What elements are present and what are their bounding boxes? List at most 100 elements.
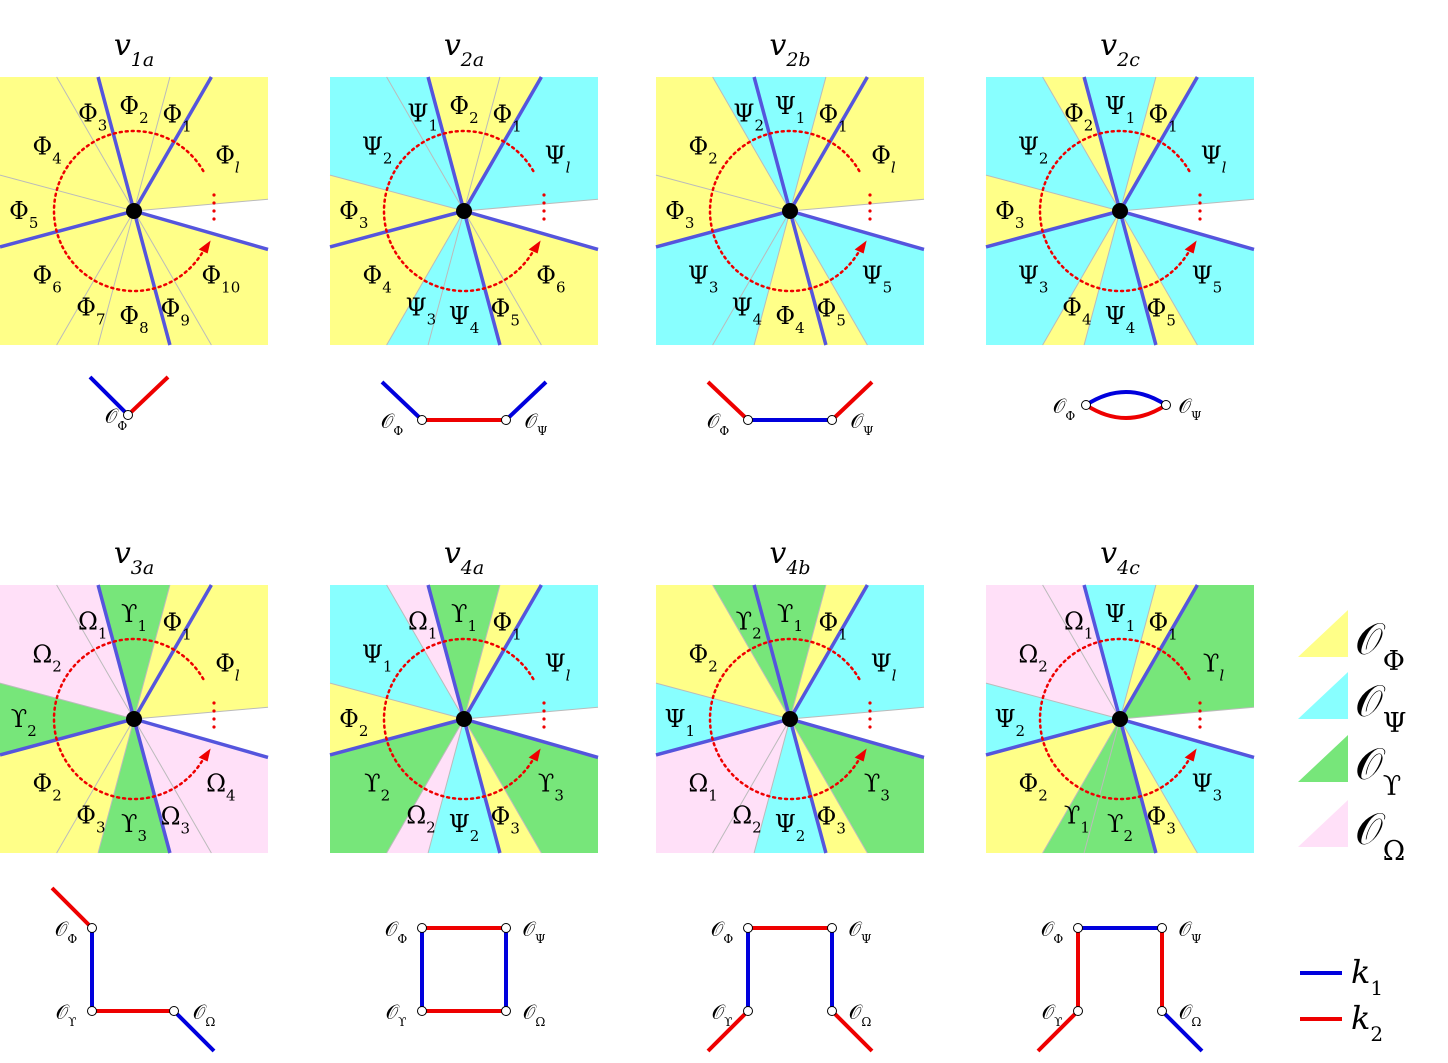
ellipsis-dot [868, 217, 872, 221]
wall-line [133, 209, 269, 252]
sector-upsilon [754, 585, 826, 719]
sector-label: Φ2 [449, 92, 478, 127]
sector-label: Ω2 [32, 640, 61, 675]
vertex-dot [1112, 711, 1128, 727]
ellipsis-dot [212, 709, 216, 713]
orientation-arc [382, 129, 536, 293]
sector-divider [1042, 718, 1121, 854]
panel-title: v4b [769, 536, 810, 579]
sector-phi [98, 77, 170, 211]
graph-node [87, 1006, 97, 1016]
sector-label: Ψ2 [1018, 132, 1049, 167]
wall-line [132, 584, 213, 720]
sector-upsilon [330, 719, 464, 853]
sector-phi [656, 175, 790, 247]
legend-swatch-omega [1298, 800, 1348, 847]
sector-label: Ψ1 [362, 640, 393, 675]
graph-node [169, 1006, 179, 1016]
wall-line [985, 717, 1121, 757]
graph-node [1157, 1006, 1167, 1016]
graph-node-label: 𝒪Ω [1179, 1000, 1202, 1029]
graph-node [1073, 1006, 1083, 1016]
sector-divider [56, 210, 135, 346]
sector-divider [463, 76, 501, 212]
graph-node [1161, 400, 1171, 410]
sector-label: Φ3 [491, 802, 520, 837]
sector-divider [463, 198, 599, 212]
graph-node [1081, 400, 1091, 410]
sector-divider [1083, 210, 1121, 346]
sector-divider [386, 76, 465, 212]
sector-psi [1084, 585, 1156, 719]
sector-divider [56, 718, 135, 854]
graph-node-label: 𝒪Ω [523, 1000, 546, 1029]
sector-upsilon [1120, 585, 1254, 719]
sector-upsilon [1084, 719, 1156, 853]
sector-divider [386, 210, 465, 346]
sector-label: Ψ3 [1018, 262, 1049, 297]
sector-label: Φ1 [1148, 100, 1177, 135]
wall-line [1118, 210, 1158, 346]
wall-line [462, 210, 502, 346]
sector-label: Ω1 [688, 770, 717, 805]
sector-divider [712, 584, 791, 720]
graph-node-label: 𝒪Φ [105, 404, 128, 433]
sector-psi [464, 77, 598, 211]
graph-node-label: 𝒪Φ [55, 917, 78, 946]
graph-edge-k2 [706, 380, 750, 422]
graph-node [417, 415, 427, 425]
sector-psi [986, 77, 1120, 211]
sector-psi [1120, 211, 1254, 345]
sector-divider [655, 174, 791, 212]
sector-omega [0, 585, 134, 719]
sector-upsilon [790, 719, 924, 853]
sector-phi [428, 77, 500, 211]
graph-node [123, 410, 133, 420]
sector-label: Ψ1 [775, 92, 806, 127]
panel-title: v3a [114, 536, 154, 579]
wall-line [788, 76, 869, 212]
panel-title: v1a [114, 28, 154, 71]
orientation-arc [1038, 637, 1192, 801]
sector-divider [463, 718, 542, 854]
graph-node [417, 923, 427, 933]
sector-divider [463, 706, 599, 720]
sector-phi [330, 683, 464, 755]
sector-divider [1119, 706, 1255, 720]
sector-label: Ψ3 [406, 294, 437, 329]
sector-label: Ω2 [732, 802, 761, 837]
ellipsis-dot [212, 701, 216, 705]
wall-line [329, 717, 465, 757]
sector-divider [1119, 76, 1157, 212]
sector-divider [789, 210, 868, 346]
graph-node [501, 415, 511, 425]
sector-label: ϒ2 [736, 608, 762, 643]
sector-label: Ω2 [406, 802, 435, 837]
sector-label: Ω3 [161, 802, 190, 837]
graph-node-label: 𝒪Ψ [1178, 917, 1202, 946]
sector-divider [0, 682, 135, 720]
sector-label: ϒ1 [1064, 802, 1090, 837]
wall-line [0, 717, 135, 757]
graph-node [501, 923, 511, 933]
sector-divider [1042, 76, 1121, 212]
sector-psi [754, 719, 826, 853]
wall-line [1119, 209, 1255, 252]
sector-phi [790, 77, 924, 211]
orientation-arc [382, 637, 536, 801]
wall-line [655, 717, 791, 757]
sector-upsilon [98, 585, 170, 719]
graph-node-label: 𝒪Φ [707, 409, 730, 438]
graph-node [743, 1006, 753, 1016]
sector-divider [712, 718, 791, 854]
sector-label: Ψ4 [732, 294, 763, 329]
graph-edge-k2 [830, 1009, 874, 1053]
sector-psi [790, 585, 924, 719]
sector-label: Ω1 [78, 608, 107, 643]
legend-label: 𝒪Φ [1355, 614, 1405, 677]
sector-label: ϒ3 [121, 810, 147, 845]
